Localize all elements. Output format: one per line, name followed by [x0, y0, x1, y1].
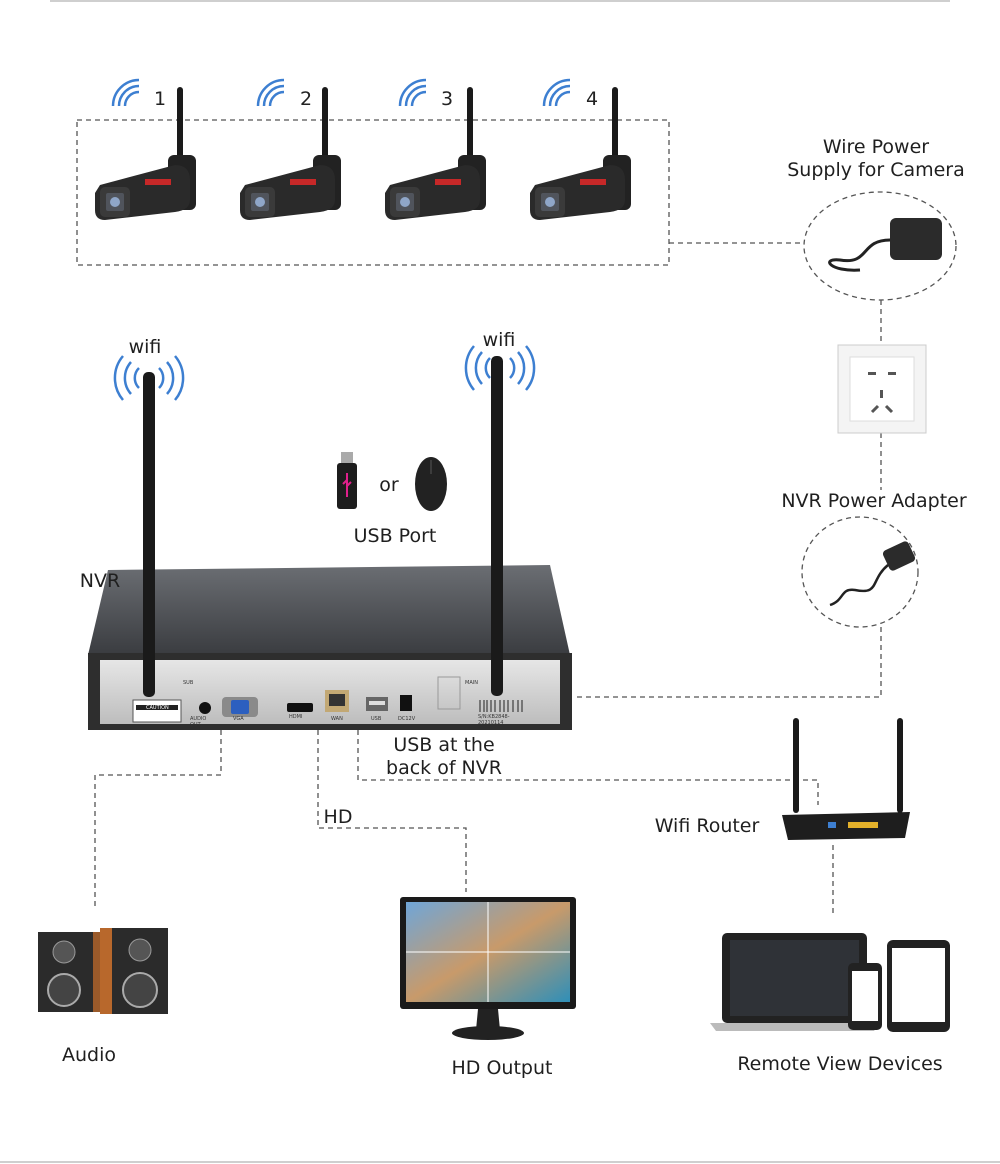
mouse-icon	[415, 457, 447, 511]
dc-port-label: DC12V	[398, 716, 416, 722]
usb-stick-icon	[337, 452, 357, 509]
wifi-right-label: wifi	[482, 329, 516, 351]
camera-power-supply	[803, 191, 957, 301]
wire-power-line1: Wire Power	[822, 136, 930, 158]
wifi-left-label: wifi	[128, 336, 162, 358]
antenna-right	[491, 356, 503, 696]
vga-port-label: VGA	[233, 716, 244, 722]
speakers	[38, 928, 168, 1014]
camera-number-3: 3	[441, 88, 454, 110]
hdmi-port-label: HDMI	[289, 714, 303, 720]
or-label: or	[379, 474, 399, 496]
camera-number-2: 2	[300, 88, 313, 110]
wire-power-line2: Supply for Camera	[787, 159, 965, 181]
camera-3	[385, 78, 486, 220]
wire-power-label: Wire Power Supply for Camera	[787, 136, 965, 182]
camera-number-4: 4	[586, 88, 599, 110]
main-antenna-label: MAIN	[465, 680, 478, 686]
antenna-left	[143, 372, 155, 697]
connection-lines	[76, 119, 882, 915]
usb-back-line1: USB at the	[393, 734, 495, 756]
hd-monitor	[400, 897, 576, 1040]
wifi-router-label: Wifi Router	[654, 815, 760, 837]
camera-4	[530, 78, 631, 220]
caution-label: CAUTION	[146, 705, 169, 711]
remote-devices	[710, 933, 950, 1032]
sub-antenna-label: SUB	[183, 680, 194, 686]
wall-outlet	[837, 344, 927, 434]
hd-label: HD	[323, 806, 353, 828]
camera-1	[95, 78, 196, 220]
nvr-power-adapter-label: NVR Power Adapter	[781, 490, 967, 512]
camera-2	[240, 78, 341, 220]
camera-number-1: 1	[154, 88, 167, 110]
nvr-power-adapter	[801, 516, 919, 628]
audio-label: Audio	[61, 1044, 117, 1066]
hd-output-label: HD Output	[451, 1057, 553, 1079]
remote-view-devices-label: Remote View Devices	[737, 1053, 943, 1075]
usb-port-back-label: USB	[371, 716, 382, 722]
audio-out-port-label: AUDIO OUT	[190, 716, 207, 728]
wifi-router	[782, 718, 910, 840]
serial-number: S/N:KB2848-20210114	[478, 714, 510, 726]
wan-port-label: WAN	[331, 716, 343, 722]
nvr-label: NVR	[79, 570, 121, 592]
usb-back-label: USB at the back of NVR	[386, 734, 502, 780]
usb-back-line2: back of NVR	[386, 757, 502, 779]
usb-port-label: USB Port	[353, 525, 437, 547]
nvr-device	[88, 344, 572, 730]
